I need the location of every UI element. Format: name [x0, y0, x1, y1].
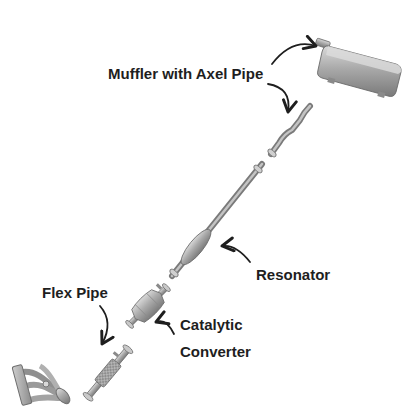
leader-arrow — [156, 321, 174, 334]
leader-arrow — [272, 44, 316, 64]
flex-pipe — [80, 342, 135, 403]
part-label: Catalytic Converter — [180, 311, 272, 365]
part-label: Resonator — [256, 266, 330, 284]
resonator-pipe — [169, 164, 264, 278]
axle-pipe — [267, 106, 310, 158]
muffler — [315, 38, 401, 98]
exhaust-manifold — [12, 364, 73, 406]
leader-arrow — [268, 84, 289, 112]
catalytic-converter — [121, 279, 175, 333]
part-label: Flex Pipe — [42, 284, 108, 302]
part-label: Muffler with Axel Pipe — [108, 65, 263, 83]
leader-arrow — [100, 306, 108, 344]
leader-arrow — [222, 246, 250, 262]
callout-arrows — [100, 44, 316, 344]
